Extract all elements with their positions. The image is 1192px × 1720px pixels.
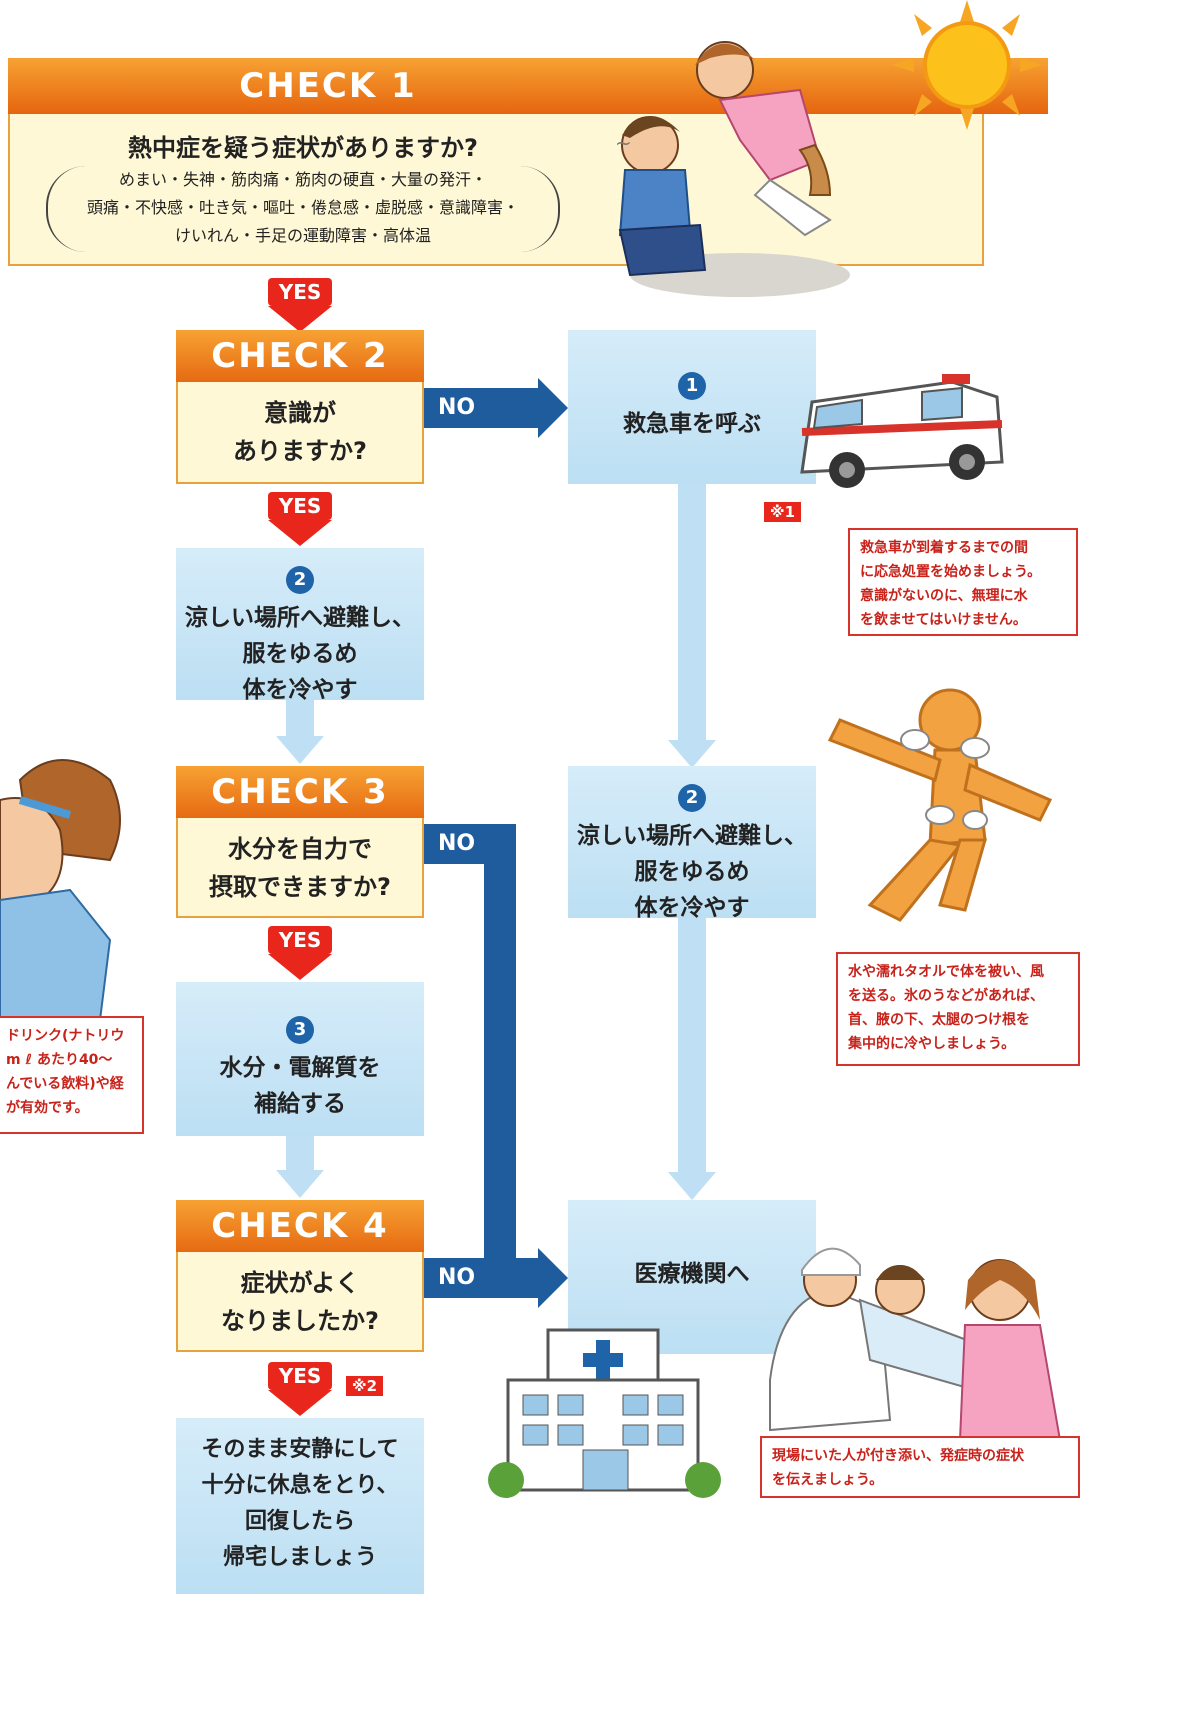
footnote-mark-2: ※2: [346, 1376, 384, 1396]
note-hospital: 現場にいた人が付き添い、発症時の症状 を伝えましょう。: [760, 1436, 1080, 1498]
down-arrow-icon: [268, 1390, 332, 1416]
action-hospital: 医療機関へ: [568, 1200, 816, 1354]
note-ambulance: 救急車が到着するまでの間 に応急処置を始めましょう。 意識がないのに、無理に水 …: [848, 528, 1078, 636]
note-line: 集中的に冷やしましょう。: [848, 1036, 1016, 1052]
down-arrow-icon: [268, 520, 332, 546]
flow-connector: [286, 700, 314, 738]
note-line: が有効です。: [6, 1100, 89, 1116]
flow-connector: [286, 1136, 314, 1172]
action-text: 医療機関へ: [634, 1261, 750, 1287]
step-number-badge: 3: [286, 1016, 314, 1044]
note-line: 首、腋の下、太腿のつけ根を: [848, 1012, 1030, 1028]
action-line: 涼しい場所へ避難し、: [577, 823, 807, 849]
right-arrow-icon: [538, 1248, 568, 1308]
yes-label: YES: [268, 492, 332, 520]
symptom-line: めまい・失神・筋肉痛・筋肉の硬直・大量の発汗・: [118, 170, 487, 189]
down-arrow-icon: [268, 954, 332, 980]
action-line: 帰宅しましょう: [222, 1545, 377, 1570]
check1-question: 熱中症を疑う症状がありますか?: [128, 134, 478, 162]
action-text: 救急車を呼ぶ: [623, 411, 761, 437]
step-number-badge: 2: [678, 784, 706, 812]
action-hydrate: 3 水分・電解質を 補給する: [176, 982, 424, 1136]
note-line: ドリンク(ナトリウ: [6, 1028, 125, 1044]
down-arrow-icon: [668, 1172, 716, 1200]
note-line: 意識がないのに、無理に水: [860, 588, 1028, 604]
no-label: NO: [438, 395, 476, 420]
no-path-vertical: [484, 824, 516, 1260]
check2-question: 意識が ありますか?: [176, 382, 424, 484]
yes-label: YES: [268, 278, 332, 306]
sick-person-icon: ~: [615, 41, 850, 297]
hospital-icon: [488, 1328, 721, 1498]
question-line: 症状がよく: [240, 1269, 360, 1297]
action-line: 体を冷やす: [634, 895, 750, 921]
footnote-mark-1: ※1: [764, 502, 802, 522]
no-arrow-check2: NO: [424, 388, 540, 428]
yes-label: YES: [268, 926, 332, 954]
sun-icon: [892, 0, 1042, 130]
yes-label: YES: [268, 1362, 332, 1390]
check2-heading: CHECK 2: [176, 330, 424, 382]
question-line: ありますか?: [233, 437, 367, 465]
no-label: NO: [438, 1265, 476, 1290]
action-rest: そのまま安静にして 十分に休息をとり、 回復したら 帰宅しましょう: [176, 1418, 424, 1594]
action-line: そのまま安静にして: [201, 1437, 399, 1462]
flow-connector: [678, 484, 706, 742]
note-line: 現場にいた人が付き添い、発症時の症状: [772, 1448, 1024, 1464]
question-line: なりましたか?: [221, 1307, 379, 1335]
action-cool-left: 2 涼しい場所へ避難し、 服をゆるめ 体を冷やす: [176, 548, 424, 703]
note-line: を飲ませてはいけません。: [860, 612, 1027, 628]
no-label: NO: [438, 831, 476, 856]
note-line: んでいる飲料)や経: [6, 1076, 124, 1092]
question-line: 摂取できますか?: [209, 873, 391, 901]
action-line: 服をゆるめ: [634, 859, 750, 885]
question-line: 意識が: [264, 399, 336, 427]
symptom-line: けいれん・手足の運動障害・高体温: [174, 226, 431, 245]
check1-heading: CHECK 1: [239, 66, 417, 106]
note-cooling: 水や濡れタオルで体を被い、風 を送る。氷のうなどがあれば、 首、腋の下、太腿のつ…: [836, 952, 1080, 1066]
step-number-badge: 2: [286, 566, 314, 594]
step-number-badge: 1: [678, 372, 706, 400]
check1-banner: [8, 58, 1048, 114]
yes-arrow-4: YES: [268, 1362, 332, 1416]
note-drink: ドリンク(ナトリウ m ℓ あたり40～ んでいる飲料)や経 が有効です。: [0, 1016, 144, 1134]
nurse-patient-icon: [769, 1247, 1062, 1441]
note-line: 水や濡れタオルで体を被い、風: [848, 964, 1044, 980]
drinking-person-icon: [0, 759, 121, 1020]
yes-arrow-3: YES: [268, 926, 332, 980]
check3-heading: CHECK 3: [176, 766, 424, 818]
note-line: を送る。氷のうなどがあれば、: [848, 988, 1044, 1004]
action-line: 十分に休息をとり、: [201, 1473, 399, 1498]
check4-question: 症状がよく なりましたか?: [176, 1252, 424, 1352]
yes-arrow-2: YES: [268, 492, 332, 546]
svg-text:~: ~: [615, 131, 632, 155]
down-arrow-icon: [276, 1170, 324, 1198]
cooling-figure-icon: [827, 688, 1053, 922]
action-line: 水分・電解質を: [219, 1055, 381, 1081]
action-line: 服をゆるめ: [242, 641, 358, 667]
down-arrow-icon: [668, 740, 716, 768]
question-line: 水分を自力で: [228, 835, 372, 863]
check4-heading: CHECK 4: [176, 1200, 424, 1252]
no-arrow-check4: NO: [424, 1258, 540, 1298]
check1-symptoms: めまい・失神・筋肉痛・筋肉の硬直・大量の発汗・ 頭痛・不快感・吐き気・嘔吐・倦怠…: [46, 166, 560, 252]
action-call-ambulance: 1 救急車を呼ぶ: [568, 330, 816, 484]
note-line: 救急車が到着するまでの間: [860, 540, 1028, 556]
action-line: 体を冷やす: [242, 677, 358, 703]
yes-arrow-1: YES: [268, 278, 332, 332]
note-line: を伝えましょう。: [772, 1472, 884, 1488]
action-line: 涼しい場所へ避難し、: [185, 605, 415, 631]
note-line: に応急処置を始めましょう。: [860, 564, 1042, 580]
note-line: m ℓ あたり40～: [6, 1052, 113, 1068]
check3-question: 水分を自力で 摂取できますか?: [176, 818, 424, 918]
action-cool-right: 2 涼しい場所へ避難し、 服をゆるめ 体を冷やす: [568, 766, 816, 921]
ambulance-icon: [800, 374, 1004, 488]
action-line: 補給する: [254, 1091, 346, 1117]
symptom-line: 頭痛・不快感・吐き気・嘔吐・倦怠感・虚脱感・意識障害・: [86, 198, 519, 217]
down-arrow-icon: [276, 736, 324, 764]
right-arrow-icon: [538, 378, 568, 438]
down-arrow-icon: [268, 306, 332, 332]
action-line: 回復したら: [244, 1509, 355, 1534]
flow-connector: [678, 918, 706, 1174]
